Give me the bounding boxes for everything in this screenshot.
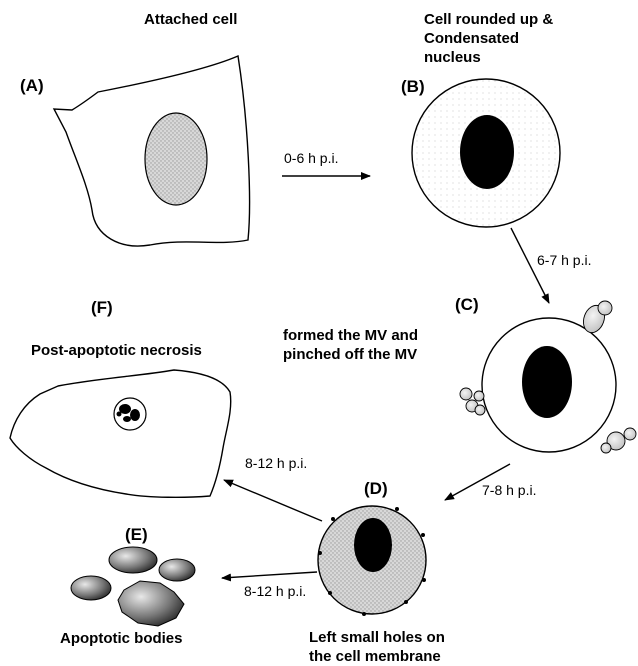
microvesicle — [601, 443, 611, 453]
stage-c-letter: (C) — [455, 295, 479, 314]
stage-a: Attached cell (A) — [20, 11, 250, 246]
stage-b-caption-line2: Condensated — [424, 30, 519, 47]
stage-a-letter: (A) — [20, 76, 44, 95]
stage-b-caption-line3: nucleus — [424, 49, 481, 66]
stage-b-letter: (B) — [401, 77, 425, 96]
arrow-d-to-e — [222, 572, 317, 578]
apoptotic-bodies — [71, 547, 195, 626]
stage-e-letter: (E) — [125, 525, 148, 544]
apoptotic-body — [109, 547, 157, 573]
stage-c-caption-line1: formed the MV and — [283, 327, 418, 344]
stage-b: Cell rounded up & Condensated nucleus (B… — [401, 11, 560, 227]
transition-d-to-e-label: 8-12 h p.i. — [244, 583, 306, 599]
stage-e-caption: Apoptotic bodies — [60, 630, 183, 647]
transition-b-to-c-label: 6-7 h p.i. — [537, 252, 591, 268]
membrane-hole — [328, 591, 332, 595]
membrane-hole — [331, 517, 335, 521]
stage-f-caption: Post-apoptotic necrosis — [31, 342, 202, 359]
microvesicle — [598, 301, 612, 315]
nuclear-fragment — [117, 412, 122, 417]
microvesicle — [474, 391, 484, 401]
arrow-d-to-f — [224, 480, 322, 521]
stage-d-caption-line2: the cell membrane — [309, 648, 441, 665]
stage-c: (C) formed the MV and pinched off the MV — [283, 295, 636, 453]
transition-d-to-f-label: 8-12 h p.i. — [245, 455, 307, 471]
microvesicle — [624, 428, 636, 440]
stage-e: (E) Apoptotic bodies — [60, 525, 195, 647]
membrane-hole — [422, 578, 426, 582]
membrane-hole — [362, 612, 366, 616]
attached-cell-nucleus — [145, 113, 207, 205]
microvesicle — [475, 405, 485, 415]
mv-cell-nucleus — [522, 346, 572, 418]
transition-c-to-d-label: 7-8 h p.i. — [482, 482, 536, 498]
stage-f: (F) Post-apoptotic necrosis — [10, 298, 231, 497]
transition-b-to-c: 6-7 h p.i. — [511, 228, 591, 303]
transition-d-to-e: 8-12 h p.i. — [222, 572, 317, 599]
stage-b-caption-line1: Cell rounded up & — [424, 11, 553, 28]
transition-a-to-b-label: 0-6 h p.i. — [284, 150, 338, 166]
holed-cell-nucleus — [354, 518, 392, 572]
transition-c-to-d: 7-8 h p.i. — [445, 464, 536, 500]
nuclear-fragment — [130, 409, 140, 421]
apoptotic-body — [118, 581, 184, 626]
nuclear-fragment — [123, 416, 131, 422]
microvesicle — [460, 388, 472, 400]
stage-d-letter: (D) — [364, 479, 388, 498]
stage-d: (D) Left small holes on the cell membran… — [309, 479, 445, 665]
membrane-hole — [395, 507, 399, 511]
membrane-hole — [421, 533, 425, 537]
transition-a-to-b: 0-6 h p.i. — [282, 150, 370, 176]
rounded-cell-nucleus — [460, 115, 514, 189]
membrane-hole — [318, 551, 322, 555]
stage-f-letter: (F) — [91, 298, 113, 317]
apoptotic-body — [71, 576, 111, 600]
stage-a-caption: Attached cell — [144, 11, 237, 28]
apoptotic-body — [159, 559, 195, 581]
membrane-hole — [404, 600, 408, 604]
stage-c-caption-line2: pinched off the MV — [283, 346, 417, 363]
transition-d-to-f: 8-12 h p.i. — [224, 455, 322, 521]
stage-d-caption-line1: Left small holes on — [309, 629, 445, 646]
necrotic-cell-outline — [10, 370, 231, 497]
